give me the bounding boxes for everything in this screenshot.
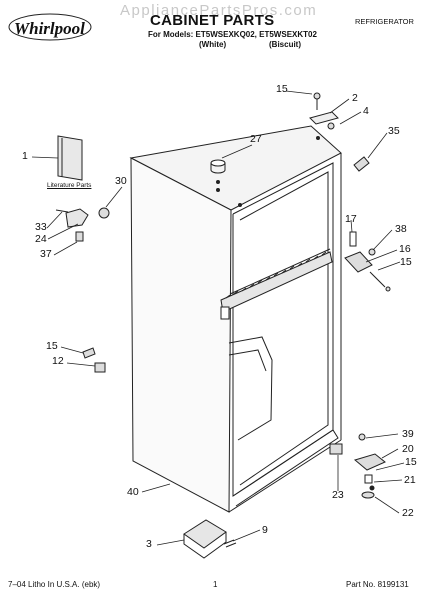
stop-bracket xyxy=(82,347,106,373)
callout-35: 35 xyxy=(388,125,400,137)
divider-rail-teeth xyxy=(225,251,327,299)
callout-15-left: 15 xyxy=(46,340,58,352)
callout-3: 3 xyxy=(146,538,152,550)
callout-9: 9 xyxy=(262,524,268,536)
leveler-assembly xyxy=(55,207,110,242)
callout-39: 39 xyxy=(402,428,414,440)
literature-book xyxy=(57,135,83,181)
cabinet-left-side xyxy=(130,157,232,513)
leveling-screw xyxy=(223,539,237,548)
callout-27: 27 xyxy=(250,133,262,145)
top-hinge xyxy=(309,92,339,130)
bottom-hinge xyxy=(329,433,386,499)
leveling-block xyxy=(183,519,227,559)
leader-lines xyxy=(31,90,405,546)
callout-4: 4 xyxy=(363,105,369,117)
center-hinge xyxy=(344,231,391,292)
page-number: 1 xyxy=(213,580,218,589)
callout-22: 22 xyxy=(402,507,414,519)
cabinet-divider xyxy=(220,251,333,313)
part-number: Part No. 8199131 xyxy=(346,580,409,589)
watermark: AppliancePartsPros.com xyxy=(120,2,318,19)
callout-1: 1 xyxy=(22,150,28,162)
callout-16: 16 xyxy=(399,243,411,255)
callout-24: 24 xyxy=(35,233,47,245)
callout-38: 38 xyxy=(395,223,407,235)
variant-white: (White) xyxy=(199,40,227,49)
callout-17: 17 xyxy=(345,213,357,225)
brand-logo-text: Whirlpool xyxy=(14,19,85,38)
callout-20: 20 xyxy=(402,443,414,455)
callout-12: 12 xyxy=(52,355,64,367)
callout-40: 40 xyxy=(127,486,139,498)
whirlpool-logo-swirl xyxy=(8,13,92,41)
callout-15-middle: 15 xyxy=(400,256,412,268)
callout-15-top: 15 xyxy=(276,83,288,95)
models-line: For Models: ET5WSEXKQ02, ET5WSEXKT02 xyxy=(148,30,317,39)
page-title: CABINET PARTS xyxy=(150,12,275,29)
callout-21: 21 xyxy=(404,474,416,486)
callout-33: 33 xyxy=(35,221,47,233)
callout-30: 30 xyxy=(115,175,127,187)
variant-biscuit: (Biscuit) xyxy=(269,40,301,49)
cabinet-plug xyxy=(353,156,370,172)
callout-37: 37 xyxy=(40,248,52,260)
print-info: 7–04 Litho In U.S.A. (ebk) xyxy=(8,580,101,589)
callout-23: 23 xyxy=(332,489,344,501)
appliance-category: REFRIGERATOR xyxy=(355,17,414,26)
cabinet-front-opening xyxy=(232,162,334,497)
callout-15-bottom: 15 xyxy=(405,456,417,468)
callout-2: 2 xyxy=(352,92,358,104)
top-cap-plug xyxy=(210,159,226,174)
literature-parts-label: Literature Parts xyxy=(47,182,92,189)
